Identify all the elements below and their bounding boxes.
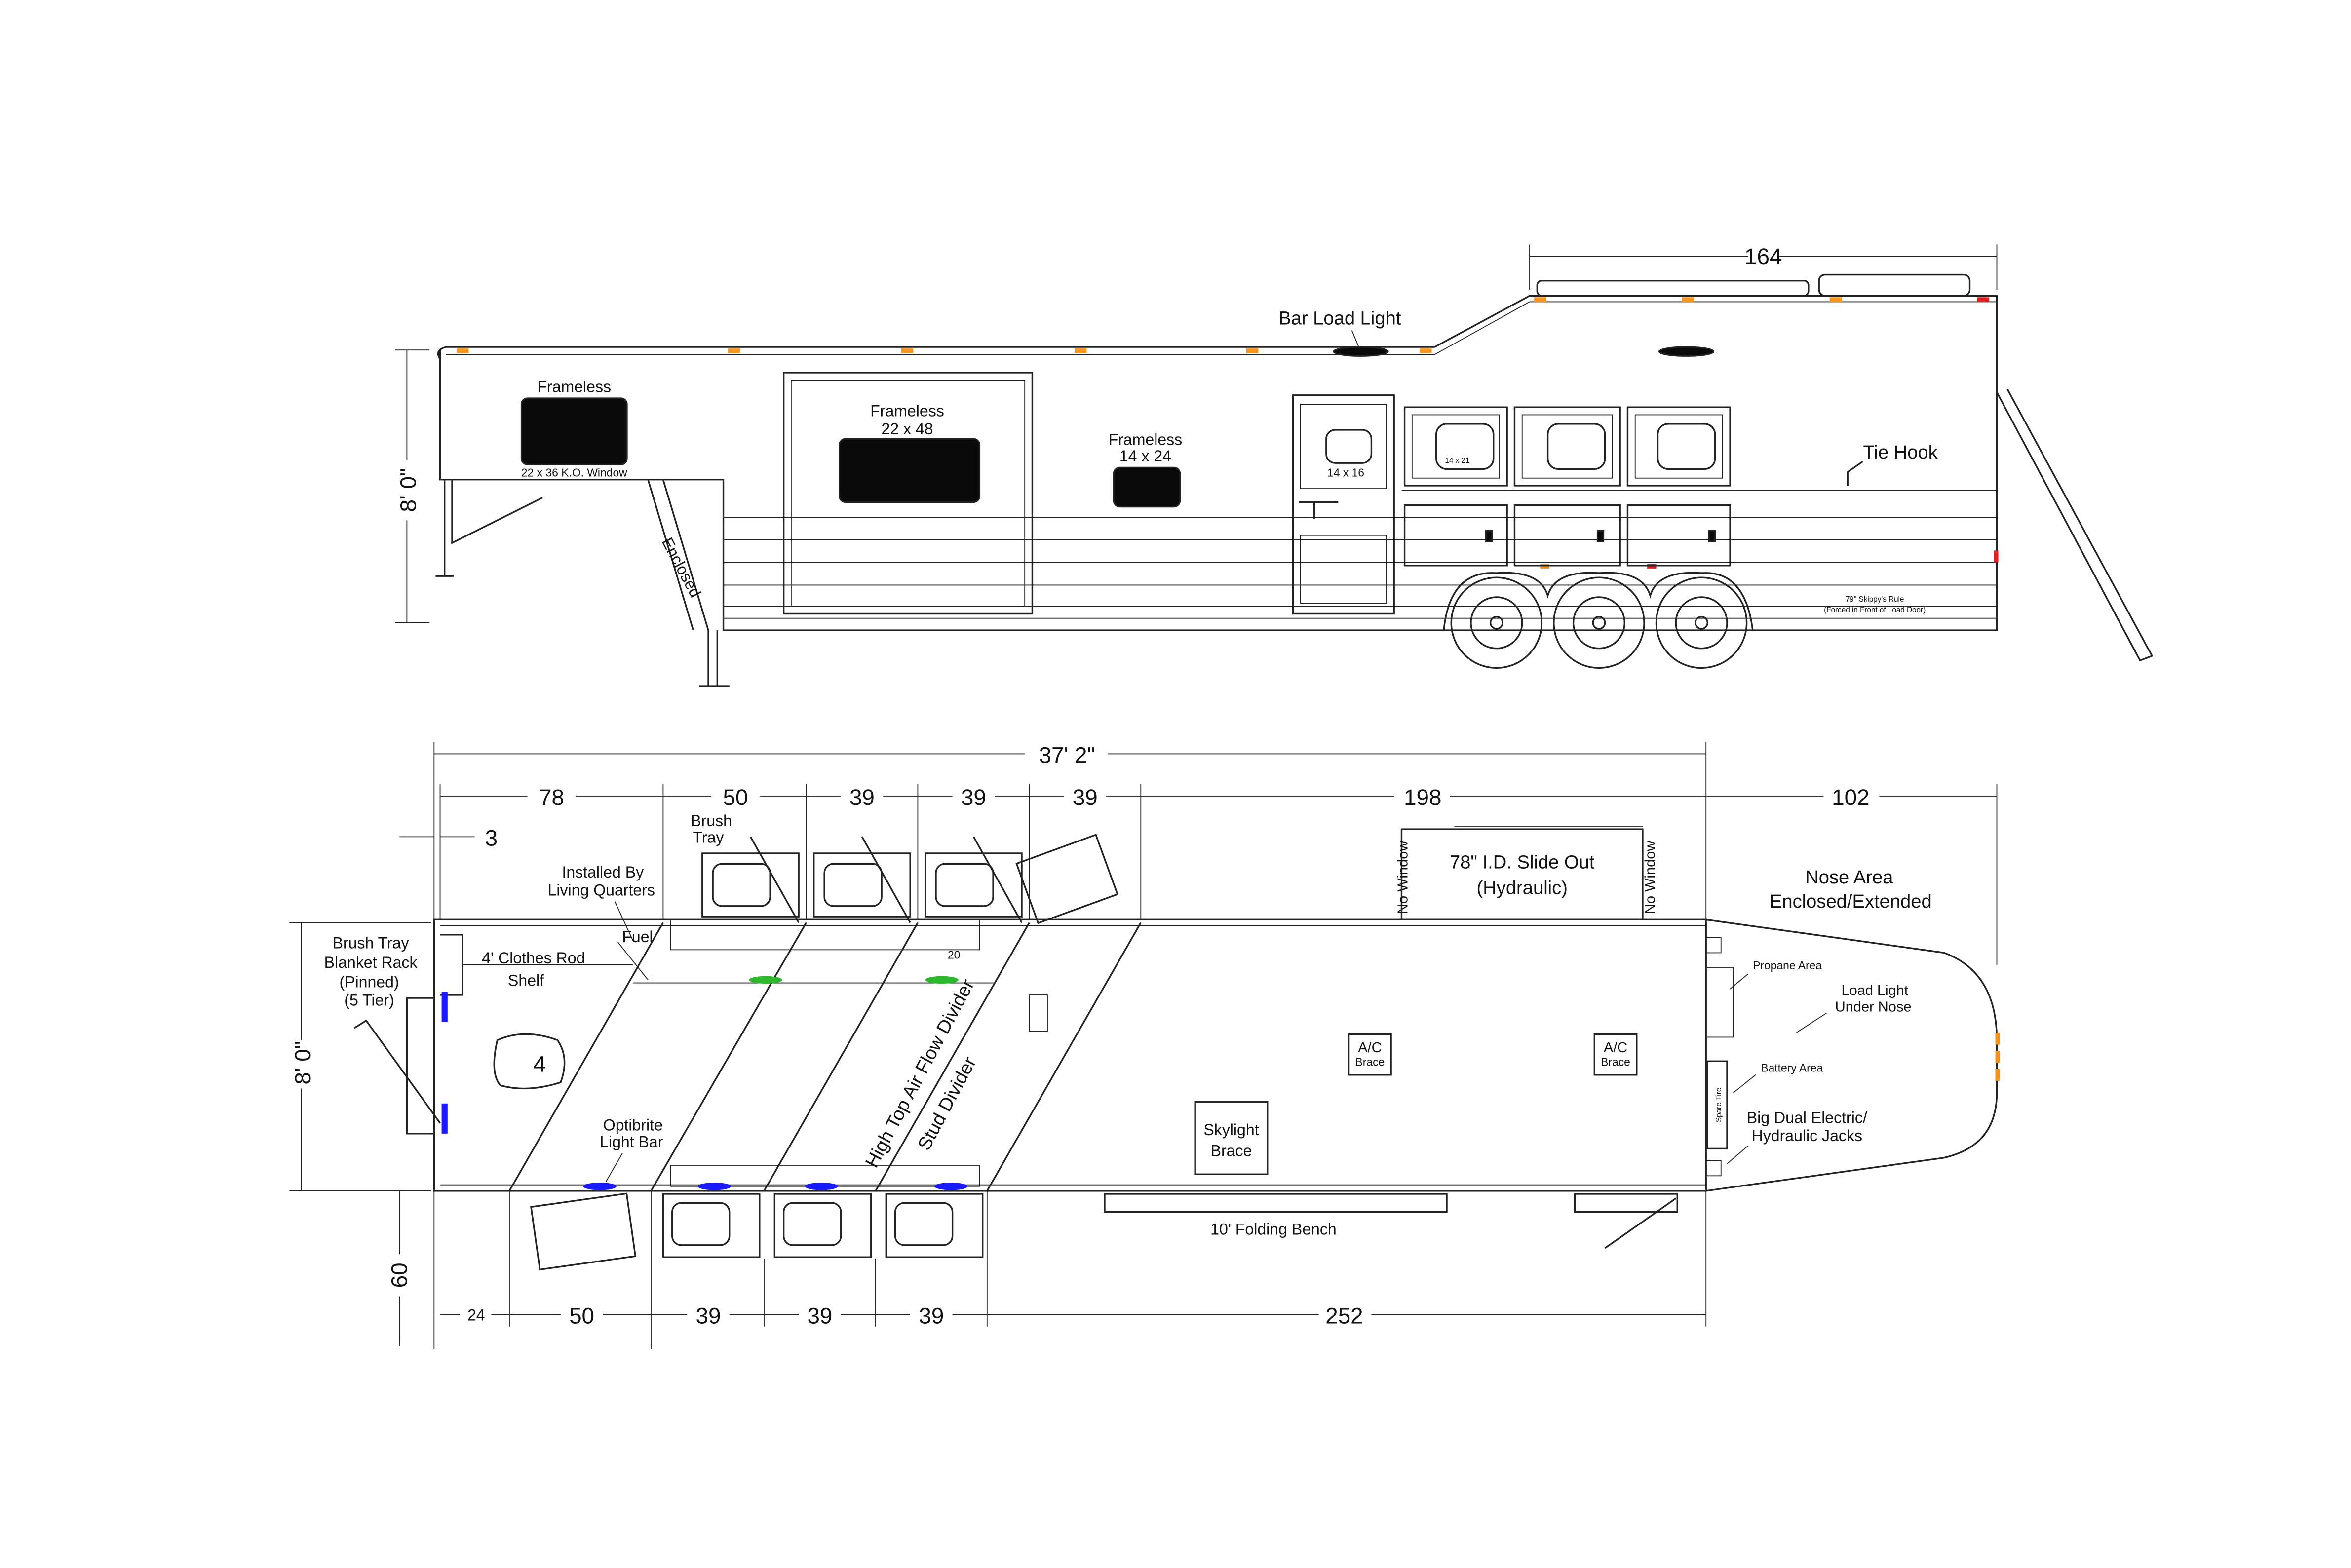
dim-78: 78 [539,785,564,810]
brush-tray-label: Brush [691,812,732,830]
skylight-brace [1194,1101,1269,1175]
no-window-right: No Window [1642,841,1658,914]
ramp [1996,388,2154,662]
fuel-label: Fuel [622,928,653,946]
dim-60: 60 [386,1262,412,1288]
saddle-rack [493,1033,566,1090]
nose [1705,918,1998,1192]
tie-hook-label: Tie Hook [1863,442,1938,463]
battery-label: Battery Area [1761,1062,1823,1074]
dim-39-top-1: 39 [849,785,875,810]
window3-size: 14 x 24 [1119,447,1171,465]
folding-bench [1104,1193,1448,1213]
stall-dividers [650,922,1142,1191]
dim-39-bottom-1: 39 [696,1303,721,1329]
blanket-rack-label-2: Blanket Rack [324,954,418,971]
ac-brace-2-sub: Brace [1601,1055,1630,1068]
side-door [782,372,1034,615]
window2-size: 22 x 48 [881,420,933,438]
ac-brace-2-label: A/C [1604,1040,1627,1056]
dim-50-top: 50 [723,785,748,810]
clothes-rod-label: 4' Clothes Rod [482,949,585,967]
dim-39-top-2: 39 [961,785,986,810]
load-light-sub: Under Nose [1835,999,1912,1015]
dimension-lines [289,742,1998,1349]
plan-windows-top [701,834,1119,924]
bar-load-light [1333,346,1389,357]
saddle-number: 4 [533,1052,545,1077]
load-light-label: Load Light [1841,983,1908,998]
tack-door [1292,394,1395,615]
blanket-rack [406,997,435,1135]
plan-windows-bottom [530,1192,984,1271]
slide-out-sub: (Hydraulic) [1477,877,1568,898]
plan-view: 78" I.D. Slide Out (Hydraulic) No Window… [289,742,2000,1349]
dim-39-top-3: 39 [1073,785,1098,810]
dim-164: 164 [1744,244,1782,269]
frameless-window [1113,466,1181,508]
propane-label: Propane Area [1753,959,1822,972]
window1-label: Frameless [537,378,611,396]
tack-window-size: 14 x 16 [1327,466,1364,479]
dim-20: 20 [948,949,960,961]
dim-198: 198 [1404,785,1441,810]
slide-out [1400,828,1644,920]
dim-height: 8' 0" [396,468,421,512]
skippys-rule-sub: (Forced in Front of Load Door) [1824,606,1926,614]
window3-label: Frameless [1109,431,1183,449]
skylight-label: Skylight [1203,1121,1259,1139]
nose-area-label: Nose Area [1805,867,1893,888]
window2-label: Frameless [870,402,944,420]
dim-50-bottom: 50 [569,1303,594,1329]
ac-brace-1-sub: Brace [1355,1055,1385,1068]
tail-light [1977,297,1990,302]
dim-3: 3 [485,826,498,851]
side-view: Enclosed Bar Load Light Frameless 22 x 3… [394,244,2154,687]
stall-windows: 14 x 21 [1403,406,1731,567]
door-window [839,438,981,503]
body-stripes [723,490,1997,619]
no-window-left: No Window [1395,841,1411,914]
blanket-rack-label-4: (5 Tier) [344,991,394,1009]
ac-brace-1 [1348,1033,1392,1076]
skippys-rule: 79" Skippy's Rule [1846,595,1904,604]
optibrite-label: Optibrite [603,1116,663,1134]
ac-brace-1-label: A/C [1358,1040,1382,1056]
bar-load-light-label: Bar Load Light [1278,307,1401,329]
blanket-rack-label-3: (Pinned) [339,973,399,991]
dim-39-bottom-2: 39 [807,1303,832,1329]
dim-102: 102 [1832,785,1869,810]
slide-out-label: 78" I.D. Slide Out [1450,851,1595,873]
blanket-rack-label-1: Brush Tray [333,934,409,952]
nose-area-sub: Enclosed/Extended [1770,891,1932,912]
dim-overall: 37' 2" [1039,743,1095,768]
stall-window-size: 14 x 21 [1445,457,1469,465]
jacks-sub: Hydraulic Jacks [1752,1127,1862,1145]
jacks-label: Big Dual Electric/ [1747,1109,1867,1126]
dim-24: 24 [467,1306,485,1324]
brush-tray-sub: Tray [693,829,724,846]
dim-39-bottom-3: 39 [919,1303,944,1329]
window1-sub: 22 x 36 K.O. Window [521,466,627,479]
living-quarters-label: Living Quarters [548,881,655,899]
ko-window [520,397,628,465]
optibrite-sub: Light Bar [600,1133,663,1150]
wheels [1450,576,1748,669]
shelf-label: Shelf [508,972,544,990]
installed-by-label: Installed By [562,863,644,881]
skylight-sub: Brace [1211,1142,1252,1160]
green-lights [749,976,959,984]
ac-brace-2 [1593,1033,1638,1076]
folding-bench-label: 10' Folding Bench [1210,1220,1337,1238]
blue-lights [441,992,968,1190]
dim-width: 8' 0" [290,1041,315,1085]
spare-tire-label: Spare Tire [1715,1088,1723,1122]
side-body-outline [437,295,1998,631]
dim-252: 252 [1325,1303,1363,1329]
marker-lights [457,297,1842,569]
